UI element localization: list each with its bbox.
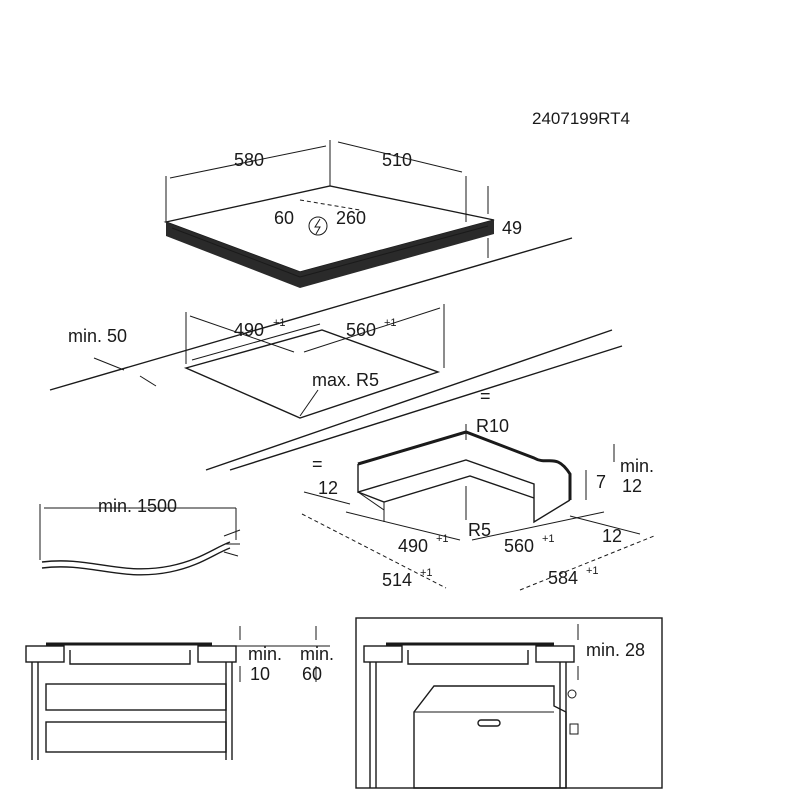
cutout-width-label: 490 <box>234 320 264 340</box>
cable-min-length-label: min. 1500 <box>98 496 177 516</box>
frame-right-lip-label: 12 <box>602 526 622 546</box>
frame-lip-label: 12 <box>318 478 338 498</box>
section-left-min-top-1: min. <box>248 644 282 664</box>
diagram-code: 2407199RT4 <box>532 109 630 128</box>
frame-step-label: 7 <box>596 472 606 492</box>
cutout-width-tol: +1 <box>273 317 286 329</box>
frame-inner-d-label: 560 <box>504 536 534 556</box>
frame-outer-w-label: 514 <box>382 570 412 590</box>
frame-inner-w-label: 490 <box>398 536 428 556</box>
frame-min-label-2: 12 <box>622 476 642 496</box>
frame-min-label-1: min. <box>620 456 654 476</box>
hob-depth-label: 510 <box>382 150 412 170</box>
frame-outer-d-tol: +1 <box>586 565 599 577</box>
conn-left-label: 60 <box>274 208 294 228</box>
frame-outer-d-label: 584 <box>548 568 578 588</box>
hob-width-label: 580 <box>234 150 264 170</box>
section-right <box>355 617 663 789</box>
section-left <box>25 626 330 760</box>
section-left-min-side-1: min. <box>300 644 334 664</box>
cutout-depth-tol: +1 <box>384 317 397 329</box>
worktop-cutout <box>49 237 623 471</box>
break-mark-2: = <box>312 454 323 474</box>
cutout-depth-label: 560 <box>346 320 376 340</box>
frame-drawing <box>357 430 572 524</box>
section-left-min-side-2: 60 <box>302 664 322 684</box>
frame-inner-d-tol: +1 <box>542 533 555 545</box>
hob-edge <box>166 222 300 288</box>
conn-right-label: 260 <box>336 208 366 228</box>
power-connection-icon <box>308 216 328 236</box>
cutout-min-front-label: min. 50 <box>68 326 127 346</box>
cutout-radius-label: max. R5 <box>312 370 379 390</box>
section-right-min-gap-label: min. 28 <box>586 640 645 660</box>
break-mark: = <box>480 386 491 406</box>
hob-drawing <box>163 185 495 288</box>
frame-outer-w-tol: +1 <box>420 567 433 579</box>
frame-r-outer-label: R10 <box>476 416 509 436</box>
cable-drawing <box>39 504 241 576</box>
frame-inner-w-tol: +1 <box>436 533 449 545</box>
section-left-min-top-2: 10 <box>250 664 270 684</box>
frame-r-inner-label: R5 <box>468 520 491 540</box>
hob-height-label: 49 <box>502 218 522 238</box>
